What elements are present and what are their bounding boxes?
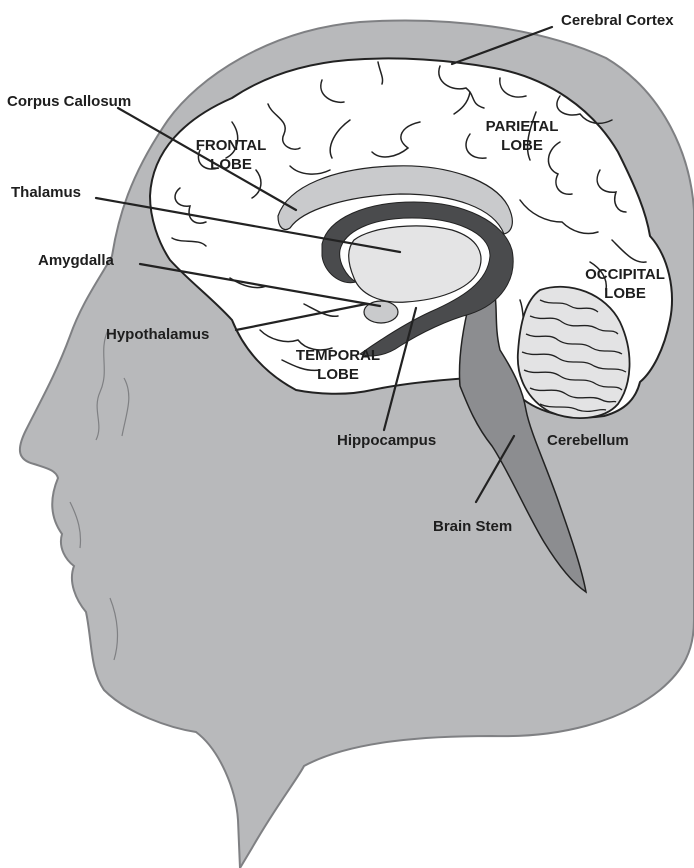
lobe-word: LOBE [186, 155, 276, 174]
lobe-word: LOBE [572, 284, 678, 303]
lobe-name: OCCIPITAL [572, 265, 678, 284]
label-temporal-lobe: TEMPORAL LOBE [288, 346, 388, 384]
lobe-word: LOBE [472, 136, 572, 155]
lobe-name: TEMPORAL [288, 346, 388, 365]
lobe-name: PARIETAL [472, 117, 572, 136]
label-cerebral-cortex: Cerebral Cortex [561, 12, 674, 29]
label-cerebellum: Cerebellum [547, 432, 629, 449]
label-parietal-lobe: PARIETAL LOBE [472, 117, 572, 155]
label-brain-stem: Brain Stem [433, 518, 512, 535]
lobe-name: FRONTAL [186, 136, 276, 155]
label-frontal-lobe: FRONTAL LOBE [186, 136, 276, 174]
label-hypothalamus: Hypothalamus [106, 326, 209, 343]
label-hippocampus: Hippocampus [337, 432, 436, 449]
label-occipital-lobe: OCCIPITAL LOBE [572, 265, 678, 303]
lobe-word: LOBE [288, 365, 388, 384]
label-corpus-callosum: Corpus Callosum [7, 93, 131, 110]
label-amygdalla: Amygdalla [38, 252, 114, 269]
label-thalamus: Thalamus [11, 184, 81, 201]
